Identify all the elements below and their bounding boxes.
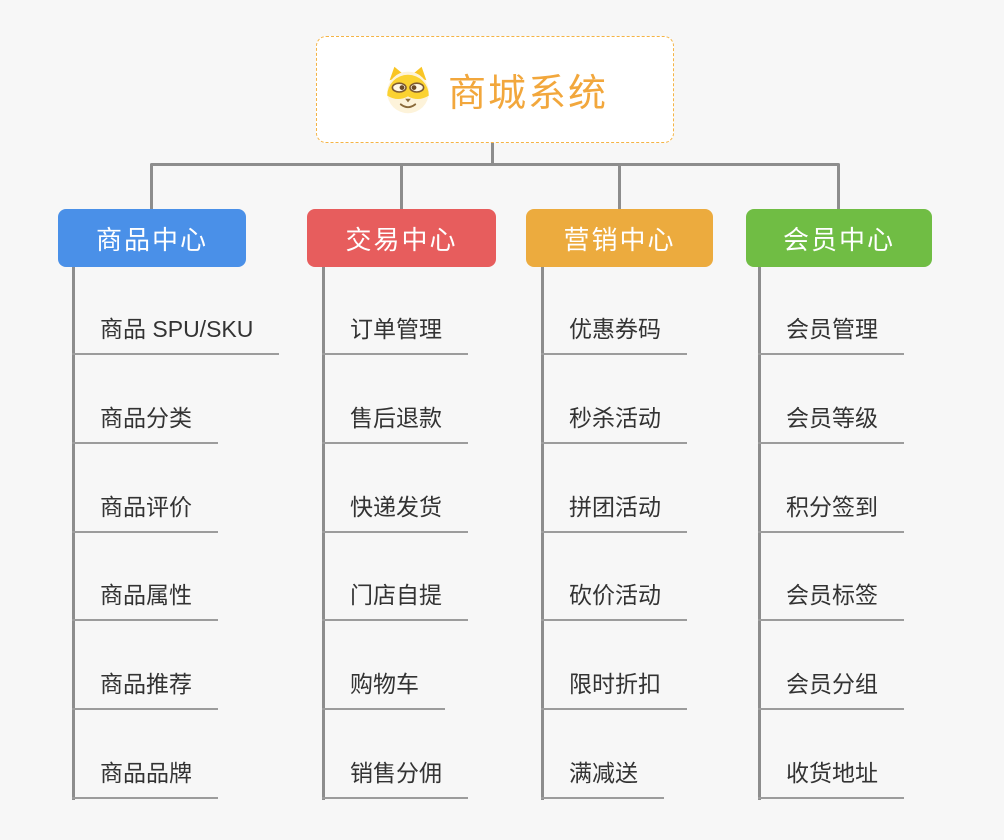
leaf-node[interactable]: 快递发货 [322,492,468,533]
leaf-node[interactable]: 会员分组 [758,669,904,710]
leaf-node[interactable]: 满减送 [541,758,664,799]
leaf-node[interactable]: 会员等级 [758,403,904,444]
leaf-node[interactable]: 秒杀活动 [541,403,687,444]
connector-trunk [541,267,544,800]
connector-root-stub [491,142,494,165]
connector-drop [400,164,403,210]
connector-drop [837,164,840,210]
leaf-node[interactable]: 门店自提 [322,580,468,621]
root-node[interactable]: 商城系统 [316,36,674,143]
leaf-node[interactable]: 商品品牌 [72,758,218,799]
leaf-node[interactable]: 拼团活动 [541,492,687,533]
leaf-node[interactable]: 商品属性 [72,580,218,621]
leaf-node[interactable]: 销售分佣 [322,758,468,799]
branch-node-marketing-center[interactable]: 营销中心 [526,209,713,267]
leaf-node[interactable]: 收货地址 [758,758,904,799]
branch-node-trade-center[interactable]: 交易中心 [307,209,496,267]
leaf-node[interactable]: 购物车 [322,669,445,710]
leaf-node[interactable]: 订单管理 [322,314,468,355]
leaf-node[interactable]: 优惠券码 [541,314,687,355]
branch-node-member-center[interactable]: 会员中心 [746,209,932,267]
leaf-node[interactable]: 商品分类 [72,403,218,444]
connector-trunk [758,267,761,800]
leaf-node[interactable]: 限时折扣 [541,669,687,710]
leaf-node[interactable]: 商品推荐 [72,669,218,710]
leaf-node[interactable]: 会员管理 [758,314,904,355]
leaf-node[interactable]: 砍价活动 [541,580,687,621]
connector-trunk [322,267,325,800]
connector-drop [150,164,153,210]
shiba-dog-icon [382,66,434,114]
leaf-node[interactable]: 积分签到 [758,492,904,533]
leaf-node[interactable]: 商品评价 [72,492,218,533]
connector-horizontal-bar [150,163,840,166]
leaf-node[interactable]: 会员标签 [758,580,904,621]
root-title: 商城系统 [447,73,608,115]
leaf-node[interactable]: 商品 SPU/SKU [72,314,280,355]
connector-trunk [72,267,75,800]
branch-node-product-center[interactable]: 商品中心 [58,209,246,267]
connector-drop [618,164,621,210]
leaf-node[interactable]: 售后退款 [322,403,468,444]
